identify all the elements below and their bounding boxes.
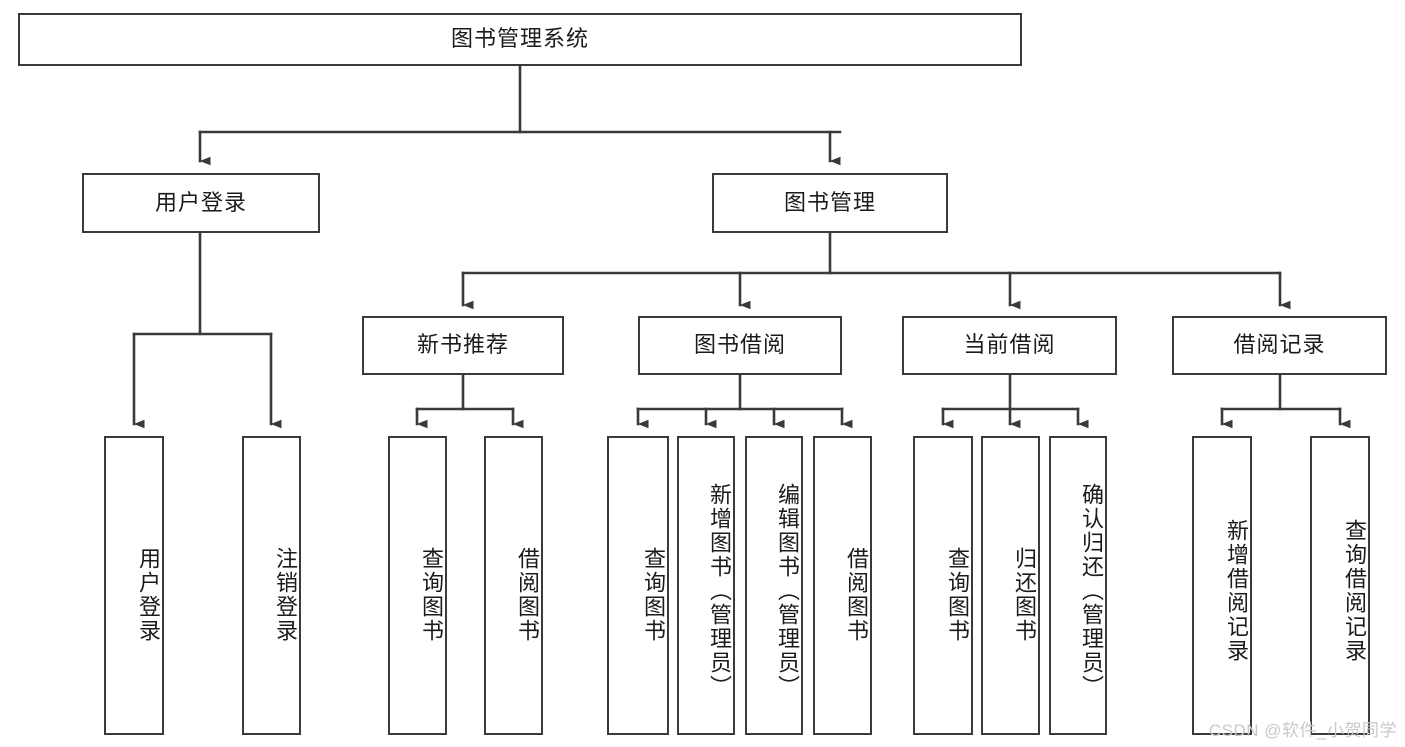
node-borrow-record[interactable]: 借阅记录 <box>1172 316 1387 375</box>
node-book-manage-label: 图书管理 <box>783 189 876 215</box>
leaf-confirm-return-admin[interactable]: 确认归还（管理员） <box>1049 436 1107 735</box>
node-book-manage[interactable]: 图书管理 <box>712 173 948 233</box>
node-root[interactable]: 图书管理系统 <box>18 13 1022 66</box>
node-current-borrow[interactable]: 当前借阅 <box>902 316 1117 375</box>
node-new-book-recommend-label: 新书推荐 <box>416 332 509 358</box>
leaf-query-book-3[interactable]: 查询图书 <box>913 436 973 735</box>
leaf-borrow-book-1-label: 借阅图书 <box>515 546 540 643</box>
node-book-borrow-label: 图书借阅 <box>693 332 786 358</box>
leaf-query-book-3-label: 查询图书 <box>945 546 970 643</box>
leaf-edit-book-admin[interactable]: 编辑图书（管理员） <box>745 436 803 735</box>
node-user-login[interactable]: 用户登录 <box>82 173 320 233</box>
leaf-add-borrow-record-label: 新增借阅记录 <box>1224 518 1249 663</box>
leaf-edit-book-admin-label: 编辑图书（管理员） <box>775 482 800 699</box>
leaf-logout-label: 注销登录 <box>273 546 298 643</box>
leaf-return-book[interactable]: 归还图书 <box>981 436 1040 735</box>
node-new-book-recommend[interactable]: 新书推荐 <box>362 316 564 375</box>
leaf-confirm-return-admin-label: 确认归还（管理员） <box>1079 482 1104 699</box>
node-user-login-label: 用户登录 <box>154 189 247 215</box>
leaf-query-book-1-label: 查询图书 <box>419 546 444 643</box>
node-root-label: 图书管理系统 <box>450 26 589 52</box>
leaf-add-book-admin[interactable]: 新增图书（管理员） <box>677 436 735 735</box>
node-borrow-record-label: 借阅记录 <box>1233 332 1326 358</box>
node-current-borrow-label: 当前借阅 <box>963 332 1056 358</box>
leaf-query-book-1[interactable]: 查询图书 <box>388 436 447 735</box>
leaf-logout[interactable]: 注销登录 <box>242 436 301 735</box>
leaf-query-borrow-record-label: 查询借阅记录 <box>1342 518 1367 663</box>
leaf-borrow-book-2-label: 借阅图书 <box>844 546 869 643</box>
leaf-query-book-2-label: 查询图书 <box>641 546 666 643</box>
leaf-borrow-book-2[interactable]: 借阅图书 <box>813 436 872 735</box>
leaf-query-book-2[interactable]: 查询图书 <box>607 436 669 735</box>
leaf-return-book-label: 归还图书 <box>1012 546 1037 643</box>
watermark: CSDN @软件_小贺同学 <box>1208 721 1397 740</box>
leaf-query-borrow-record[interactable]: 查询借阅记录 <box>1310 436 1370 735</box>
leaf-user-login[interactable]: 用户登录 <box>104 436 164 735</box>
leaf-user-login-label: 用户登录 <box>136 546 161 643</box>
leaf-borrow-book-1[interactable]: 借阅图书 <box>484 436 543 735</box>
leaf-add-borrow-record[interactable]: 新增借阅记录 <box>1192 436 1252 735</box>
node-book-borrow[interactable]: 图书借阅 <box>638 316 842 375</box>
leaf-add-book-admin-label: 新增图书（管理员） <box>707 482 732 699</box>
